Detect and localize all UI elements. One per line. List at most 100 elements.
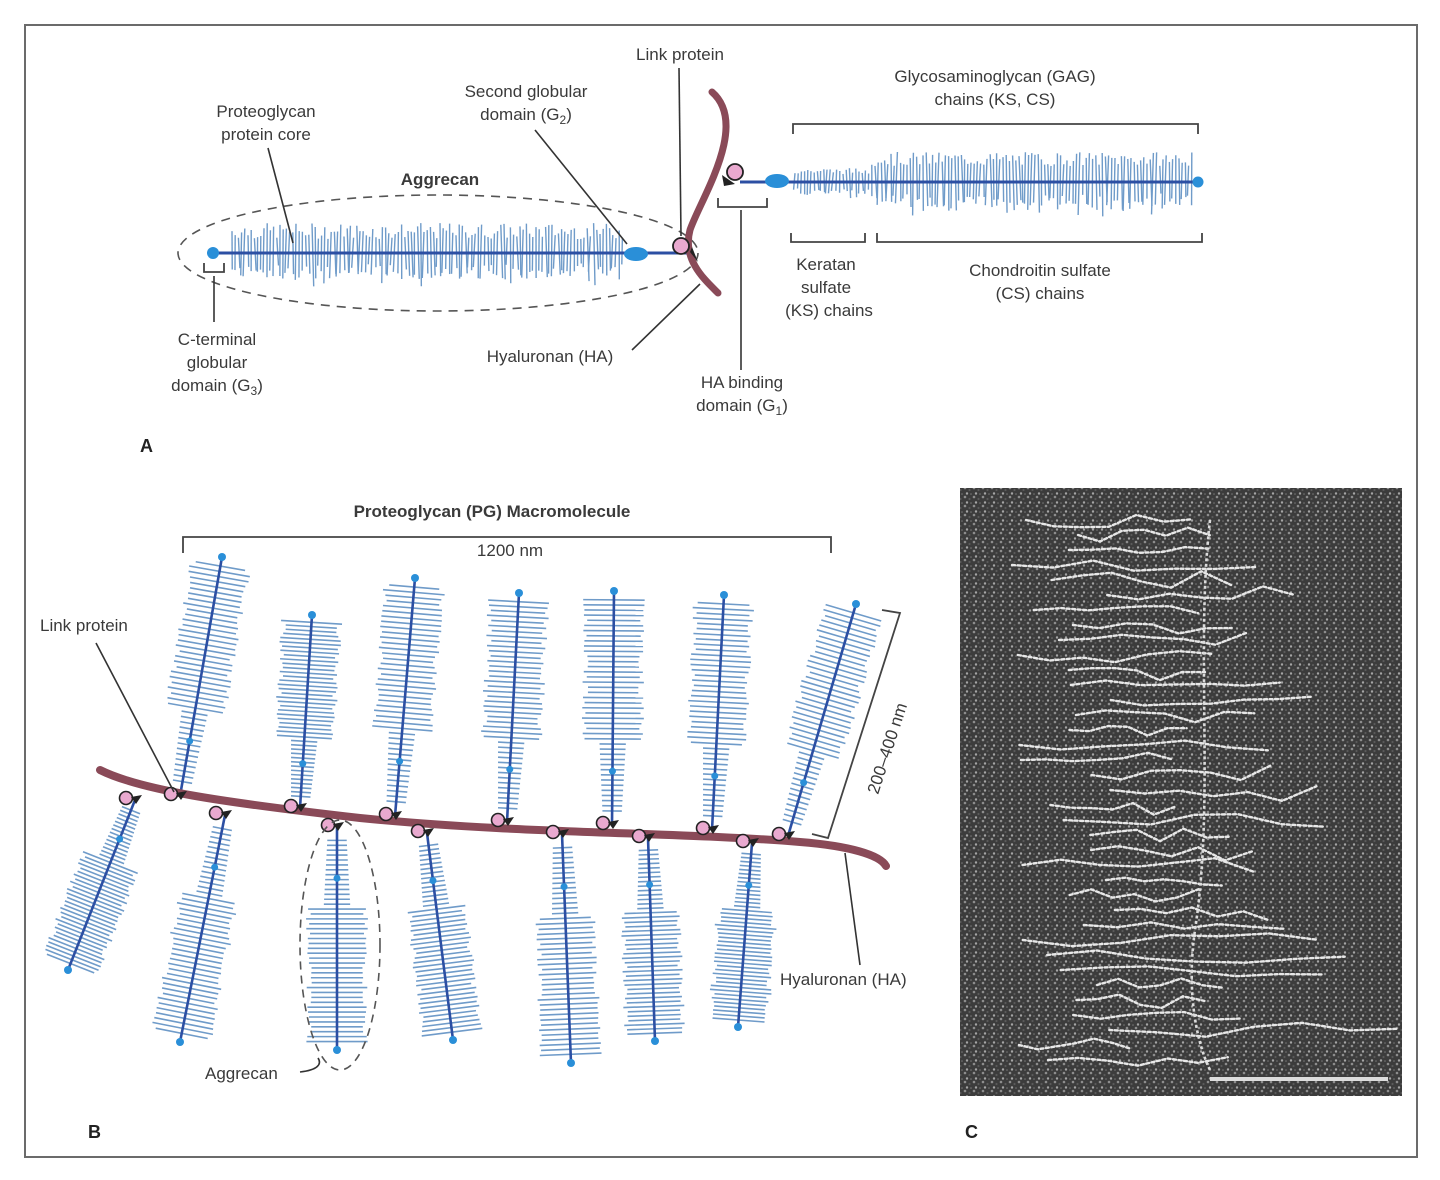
gag-chain — [1021, 164, 1024, 203]
micrograph-strand — [1046, 1056, 1229, 1067]
gag-chain — [269, 230, 272, 271]
ha-binding-marker — [708, 825, 719, 834]
leader-hyaluronan-b — [844, 852, 861, 966]
gag-chain — [1059, 155, 1062, 205]
micrograph-strand — [1109, 785, 1318, 803]
micrograph-strand — [1062, 812, 1327, 828]
hyaluronan-label-a: Hyaluronan (HA) — [487, 347, 614, 366]
panel-b-letter: B — [88, 1122, 101, 1142]
micrograph-strand — [1076, 526, 1211, 543]
gag-chain — [357, 231, 361, 272]
gag-chain — [894, 151, 899, 204]
micrograph-strand — [1016, 649, 1214, 664]
keratan-label-3: (KS) chains — [785, 301, 873, 320]
gag-chain — [323, 227, 326, 284]
micrograph-strand — [1057, 631, 1248, 646]
aggrecan-core — [66, 799, 137, 971]
ha-binding-marker — [391, 811, 402, 820]
gag-chain — [262, 228, 265, 273]
link-protein-marker — [595, 815, 611, 831]
ha-binding-marker — [608, 820, 619, 829]
aggrecan-mid-node — [646, 881, 654, 889]
gag-chains-label-1: Glycosaminoglycan (GAG) — [894, 67, 1095, 86]
aggrecan-end-node — [651, 1037, 659, 1045]
ha-binding-marker — [784, 831, 795, 840]
leader-aggrecan-b — [299, 1057, 321, 1073]
gag-chain — [441, 228, 444, 273]
aggrecan-mid-node — [506, 765, 514, 773]
gag-chain — [500, 224, 504, 279]
gag-chain — [997, 159, 1001, 200]
gag-chain — [1023, 152, 1027, 204]
aggrecan-mid-node — [333, 874, 341, 882]
aggrecan-end-node — [852, 600, 860, 608]
gag-chain — [1018, 156, 1022, 201]
micrograph-strand — [1017, 1037, 1133, 1051]
ha-binding-subscript: 1 — [776, 404, 783, 418]
gag-chain — [472, 233, 476, 268]
micrograph-strand — [1071, 622, 1233, 635]
micrograph-strand — [1018, 739, 1269, 752]
micrograph-strand — [1113, 906, 1270, 922]
micrograph-strands — [1010, 513, 1400, 1071]
aggrecan-mid-node — [745, 881, 753, 889]
aggrecan-mid-node — [116, 835, 124, 843]
aggrecan-core — [425, 832, 455, 1041]
second-globular-label-2: domain (G2) — [480, 105, 572, 127]
gag-chain — [1159, 165, 1162, 194]
gag-chain — [287, 231, 291, 269]
gag-chain — [328, 231, 332, 279]
gag-chain — [1171, 159, 1174, 199]
gag-chains-right — [792, 151, 1193, 217]
proteoglycan-core-label-1: Proteoglycan — [216, 102, 315, 121]
gag-chain — [272, 226, 275, 277]
gag-chain — [1101, 152, 1104, 217]
micrograph-strand — [1021, 856, 1255, 873]
gag-chain — [1163, 155, 1167, 205]
aggrecan-end-node — [515, 589, 523, 597]
micrograph-strand — [1046, 949, 1346, 964]
gag-chain — [978, 163, 982, 197]
bracket-keratan — [790, 233, 866, 243]
aggrecan-core — [178, 556, 224, 797]
aggrecan-mid-node — [800, 779, 808, 787]
micrograph-strand — [1067, 666, 1207, 682]
aggrecan-mid-node — [429, 877, 437, 885]
gag-chain — [934, 162, 937, 205]
link-protein-marker-top — [726, 163, 744, 181]
proteoglycan-core-label-2: protein core — [221, 125, 311, 144]
gag-chain — [1043, 164, 1047, 196]
gag-chain — [876, 162, 879, 205]
ha-binding-marker — [176, 791, 187, 800]
ha-binding-marker — [690, 247, 698, 262]
bracket-c-terminal — [203, 263, 225, 273]
gag-chain — [966, 163, 969, 197]
bracket-gag-chains — [792, 123, 1199, 134]
aggrecan-mid-node — [608, 767, 616, 775]
gag-chain — [311, 223, 315, 287]
c-terminal-label-2: globular — [187, 353, 248, 372]
c-terminal-close: ) — [257, 376, 263, 395]
gag-chain — [348, 225, 352, 273]
gag-chain — [1074, 153, 1078, 204]
link-protein-marker — [283, 798, 299, 814]
micrograph-strand — [1108, 1021, 1400, 1038]
aggrecan-end-node — [308, 611, 316, 619]
second-globular-close: ) — [566, 105, 572, 124]
link-protein-marker — [631, 828, 647, 844]
ha-binding-marker — [748, 838, 759, 847]
leader-second-globular — [534, 129, 628, 245]
micrograph-strand — [1010, 559, 1257, 572]
gag-chain — [1029, 153, 1033, 206]
gag-chain — [247, 235, 250, 267]
aggrecan-core — [646, 837, 657, 1042]
c-terminal-label-main: domain (G — [171, 376, 250, 395]
aggrecan-core — [178, 814, 227, 1043]
gag-chain — [992, 158, 995, 200]
length-200-400nm-label: 200–400 nm — [864, 700, 911, 796]
micrograph-strand — [1032, 605, 1200, 615]
aggrecan-core — [610, 590, 616, 826]
gag-chain — [608, 228, 612, 271]
aggrecan-end-node — [610, 587, 618, 595]
link-protein-marker — [208, 805, 224, 821]
